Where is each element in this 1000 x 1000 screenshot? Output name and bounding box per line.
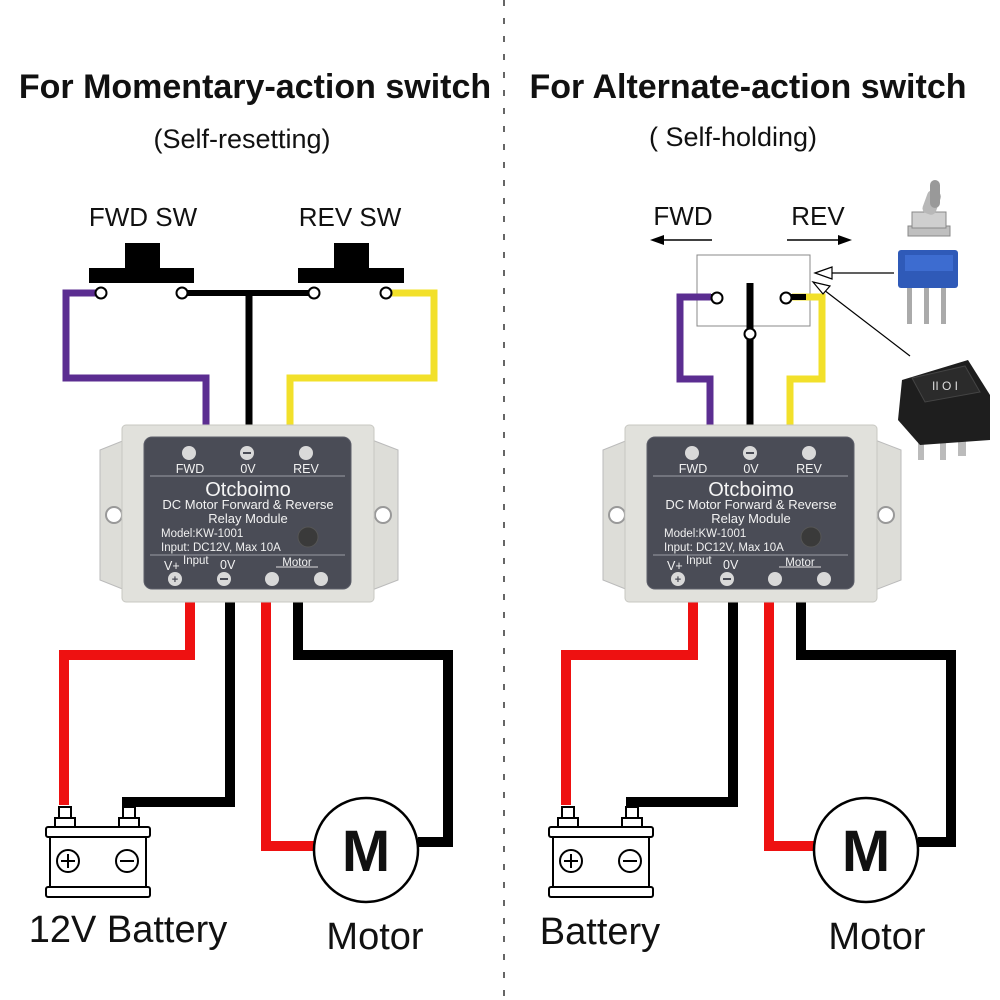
module-terminal-0v: 0V [743, 462, 759, 476]
battery-icon [548, 806, 654, 898]
module-motor-label: Motor [785, 557, 815, 569]
fwd-wire [62, 289, 210, 425]
module-description-2: Relay Module [208, 511, 288, 526]
terminal-icon [779, 291, 793, 305]
module-description-2: Relay Module [711, 511, 791, 526]
module-description: DC Motor Forward & Reverse [162, 497, 333, 512]
fwd-pushbutton-icon [89, 243, 194, 283]
module-motor-label: Motor [282, 557, 312, 569]
terminal-icon [94, 286, 108, 300]
panel-subtitle: (Self-resetting) [153, 124, 330, 154]
module-terminal-rev: REV [796, 462, 822, 476]
module-input-label: Input [686, 555, 712, 567]
module-description: DC Motor Forward & Reverse [665, 497, 836, 512]
motor-positive-wire [764, 600, 815, 851]
svg-text:+: + [172, 574, 178, 586]
motor-label: Motor [828, 916, 925, 958]
module-terminal-rev: REV [293, 462, 319, 476]
fwd-arrow-icon [650, 235, 712, 245]
battery-positive-wire [561, 600, 698, 805]
terminal-icon [379, 286, 393, 300]
rev-wire [286, 289, 438, 425]
rev-switch-label: REV SW [299, 202, 402, 232]
motor-label: Motor [326, 916, 423, 958]
panel-momentary: For Momentary-action switch (Self-resett… [19, 68, 491, 958]
module-terminal-fwd: FWD [176, 462, 204, 476]
fwd-wire [676, 293, 714, 425]
module-brand: Otcboimo [708, 479, 794, 501]
rev-arrow-icon [787, 235, 852, 245]
battery-icon [45, 806, 151, 898]
module-input-spec: Input: DC12V, Max 10A [161, 542, 281, 554]
panel-title: For Momentary-action switch [19, 68, 491, 106]
terminal-icon [710, 291, 724, 305]
battery-negative-wire [626, 600, 738, 808]
svg-text:+: + [675, 574, 681, 586]
motor-positive-wire [261, 600, 315, 851]
motor-icon: M [812, 796, 920, 904]
module-vplus: V+ [164, 559, 180, 573]
pointer-arrow-icon [813, 266, 894, 280]
module-input-spec: Input: DC12V, Max 10A [664, 542, 784, 554]
terminal-icon [743, 327, 757, 341]
svg-text:M: M [842, 819, 890, 884]
svg-text:M: M [342, 819, 390, 884]
rocker-switch-icon: II O I [898, 360, 990, 460]
panel-title: For Alternate-action switch [529, 68, 966, 106]
relay-module: FWD 0V REV Otcboimo DC Motor Forward & R… [602, 424, 902, 603]
module-0v: 0V [723, 558, 739, 572]
battery-positive-wire [59, 600, 195, 805]
toggle-switch-icon [898, 180, 958, 324]
terminal-icon [175, 286, 189, 300]
module-terminal-0v: 0V [240, 462, 256, 476]
motor-icon: M [312, 796, 420, 904]
battery-label: Battery [540, 911, 660, 953]
panel-subtitle: ( Self-holding) [649, 122, 817, 152]
battery-label: 12V Battery [29, 909, 228, 951]
rev-pushbutton-icon [298, 243, 404, 283]
panel-alternate: For Alternate-action switch ( Self-holdi… [529, 68, 990, 958]
terminal-icon [307, 286, 321, 300]
svg-text:II O I: II O I [932, 379, 958, 393]
fwd-direction-label: FWD [653, 201, 712, 231]
fwd-switch-label: FWD SW [89, 202, 198, 232]
module-vplus: V+ [667, 559, 683, 573]
motor-negative-wire [293, 600, 453, 847]
battery-negative-wire [122, 600, 235, 808]
motor-negative-wire [796, 600, 956, 847]
module-terminal-fwd: FWD [679, 462, 707, 476]
relay-module: FWD 0V REV Otcboimo DC Motor Forward & R… [99, 424, 399, 603]
module-input-label: Input [183, 555, 209, 567]
pointer-arrow-icon [811, 281, 911, 357]
module-model: Model:KW-1001 [161, 528, 243, 540]
rev-wire [786, 293, 826, 425]
module-brand: Otcboimo [205, 479, 291, 501]
rev-direction-label: REV [791, 201, 845, 231]
module-model: Model:KW-1001 [664, 528, 746, 540]
module-0v: 0V [220, 558, 236, 572]
